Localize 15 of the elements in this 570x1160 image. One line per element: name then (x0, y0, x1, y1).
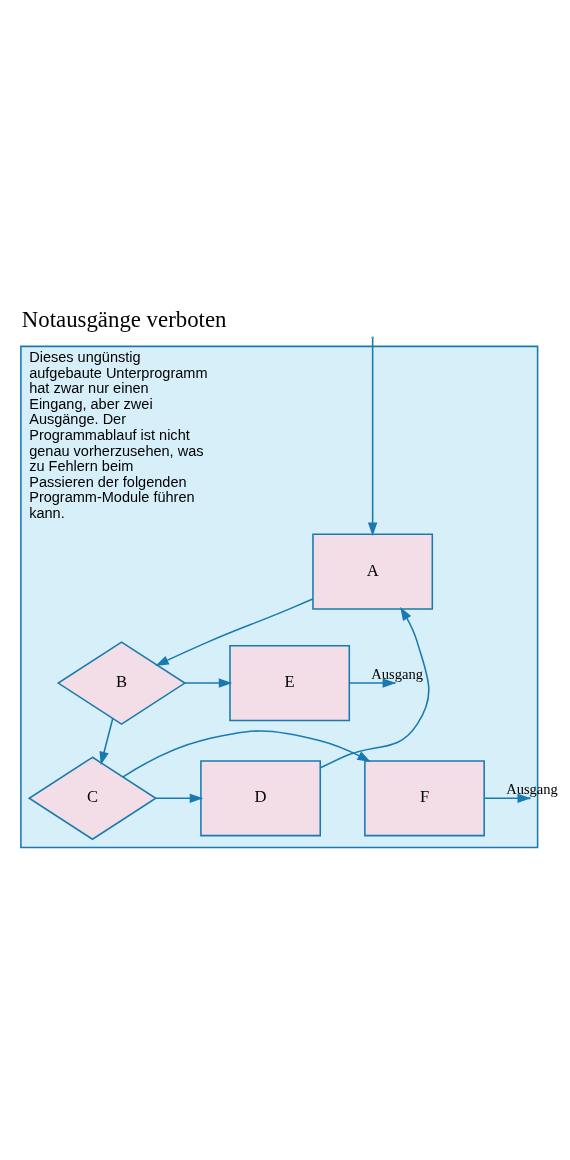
node-box: E (229, 644, 351, 722)
node-box: D (200, 760, 321, 837)
edge-label: Ausgang (371, 666, 423, 683)
diagram-title: Notausgänge verboten (21, 306, 227, 332)
arrow (319, 606, 430, 769)
node-diamond: B (56, 641, 187, 725)
node-diamond: C (27, 756, 158, 841)
node-box: A (312, 533, 434, 610)
arrow (367, 337, 378, 537)
node-box: F (364, 760, 485, 837)
arrow (155, 793, 204, 803)
arrow (99, 717, 114, 766)
arrow (184, 678, 233, 688)
arrow (155, 598, 314, 666)
arrow (122, 730, 371, 778)
